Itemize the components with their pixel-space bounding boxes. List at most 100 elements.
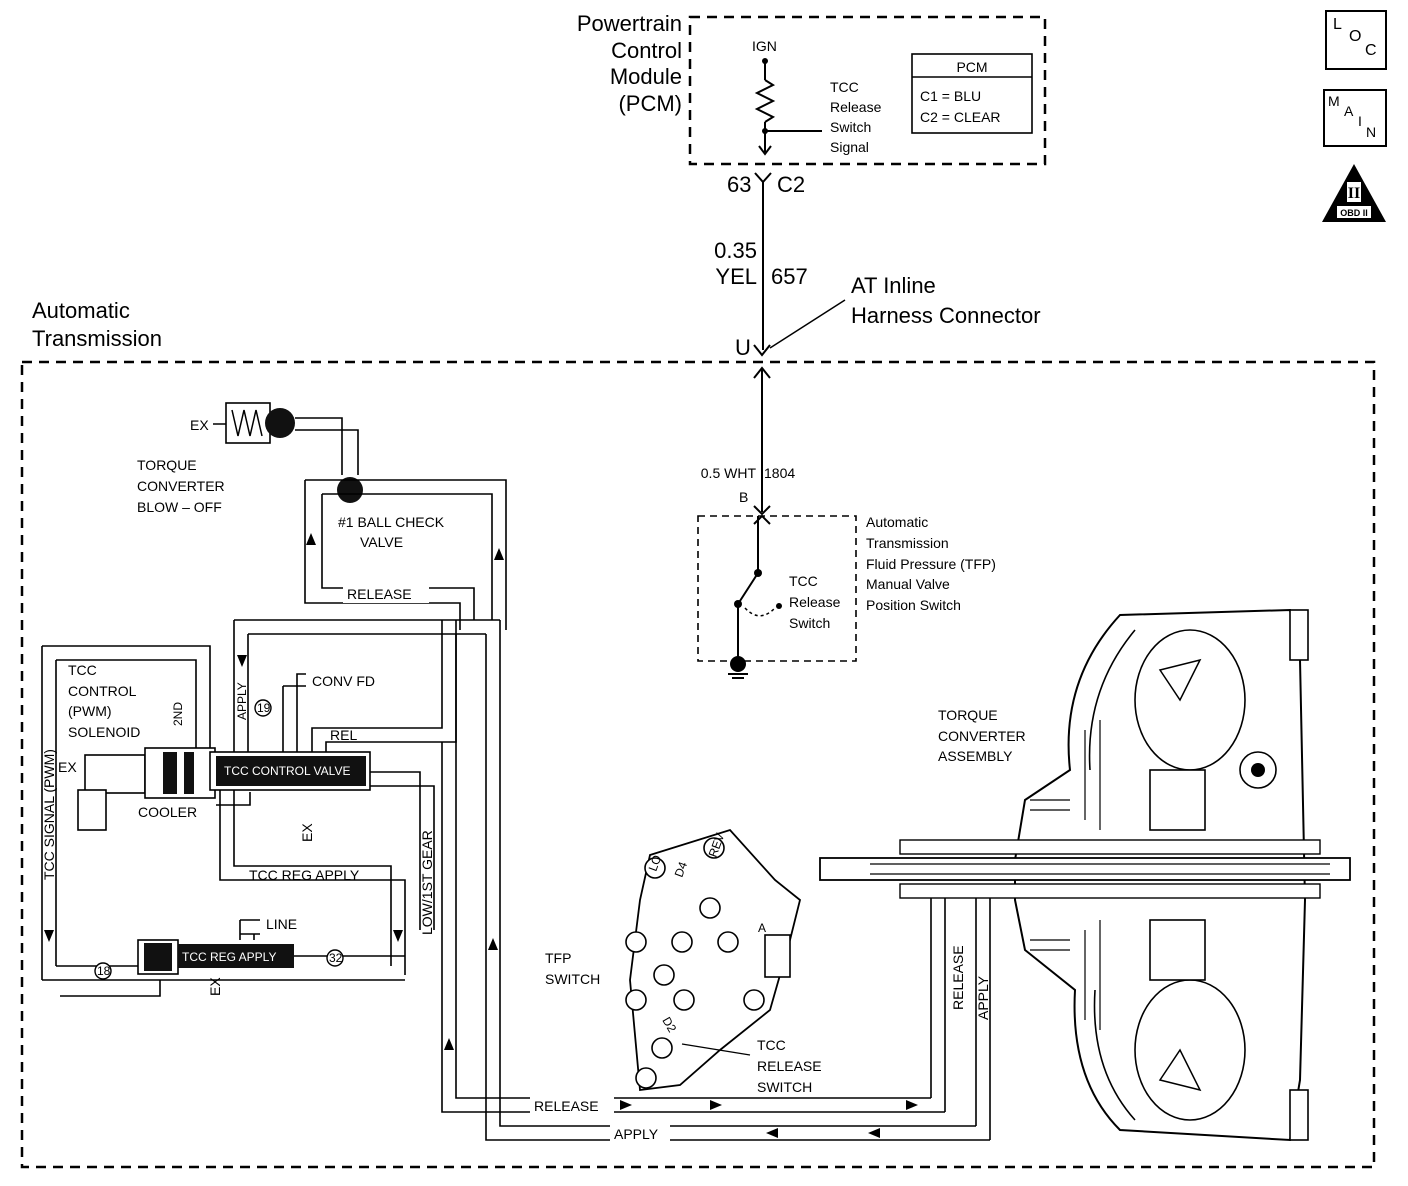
converter-label-line-2: CONVERTER (938, 728, 1026, 744)
loc-letter-l: L (1333, 16, 1342, 33)
main-letter-n: N (1366, 124, 1377, 140)
ball-check-label-line-2: VALVE (360, 534, 403, 550)
automatic-transmission: Automatic Transmission (20, 298, 1376, 1169)
svg-text:19: 19 (257, 701, 271, 715)
inline-label-line-2: Harness Connector (851, 303, 1041, 328)
flow-arrows (44, 533, 918, 1138)
tcc-control-valve: TCC CONTROL VALVE EX (209, 751, 435, 842)
tcc-signal-line-2: Release (830, 99, 882, 115)
inline-terminal: U (735, 335, 751, 360)
tfp-label-line-3: Fluid Pressure (TFP) (866, 556, 996, 572)
converter-label-line-3: ASSEMBLY (938, 748, 1013, 764)
converter-apply-label: APPLY (975, 975, 991, 1020)
wire-color: YEL (715, 264, 757, 289)
control-valve-ex: EX (299, 823, 315, 842)
torque-converter-blowoff-valve: EX TORQUE CONVERTER BLOW – OFF (137, 402, 295, 515)
ball-check-label-line-1: #1 BALL CHECK (338, 514, 445, 530)
orifice-19 (254, 699, 272, 717)
inline-label-line-1: AT Inline (851, 273, 936, 298)
orifice-32 (326, 949, 344, 967)
tfp-label-line-1: Automatic (866, 514, 928, 530)
tcc-signal-line-4: Signal (830, 139, 869, 155)
at-inline-harness-connector: U AT Inline Harness Connector (735, 273, 1041, 379)
pcm-title-line-4: (PCM) (618, 91, 682, 116)
converter-label-line-1: TORQUE (938, 707, 998, 723)
control-valve-label: TCC CONTROL VALVE (224, 764, 350, 778)
port-lo: LO (646, 853, 665, 873)
blowoff-label-line-3: BLOW – OFF (137, 499, 222, 515)
cooler-label: COOLER (138, 804, 197, 820)
rel-label: REL (330, 727, 357, 743)
lower-wire-circuit: 1804 (764, 465, 795, 481)
pcm-connector-c2: 63 C2 (727, 172, 805, 197)
transmission-title-line-1: Automatic (32, 298, 130, 323)
pcm-pin-63: 63 (727, 172, 751, 197)
tcc-release-switch-line-3: SWITCH (757, 1079, 812, 1095)
pcm-connector-label: C2 (777, 172, 805, 197)
pcm-connector-table (911, 53, 1033, 134)
tcc-release-switch-line-2: RELEASE (757, 1058, 822, 1074)
pcm-table-title: PCM (956, 59, 987, 75)
ball-check-1 (337, 477, 363, 503)
solenoid-label-line-2: CONTROL (68, 683, 137, 699)
tcc-pwm-solenoid: TCC CONTROL (PWM) SOLENOID EX 2ND (41, 645, 216, 980)
blowoff-ex-label: EX (190, 417, 209, 433)
pcm-table-c1: C1 = BLU (920, 88, 981, 104)
ground-icon (730, 656, 746, 672)
conv-fd-label: CONV FD (312, 673, 375, 689)
main-letter-m: M (1328, 93, 1340, 109)
lower-wire-spec: 0.5 WHT (701, 465, 757, 481)
tfp-switch-line-2: Release (789, 594, 841, 610)
loc-icon[interactable]: L O C (1325, 10, 1387, 70)
second-gear-label: 2ND (171, 702, 185, 726)
tfp-label-line-2: Transmission (866, 535, 949, 551)
apply-label-vertical: APPLY (235, 682, 249, 720)
pcm-title-line-3: Module (610, 64, 682, 89)
pcm-module: Powertrain Control Module (PCM) IGN TCC … (577, 11, 1047, 166)
tfp-label-line-4: Manual Valve (866, 576, 950, 592)
tcc-signal-line-1: TCC (830, 79, 859, 95)
converter-release-label: RELEASE (950, 945, 966, 1010)
wire-657: 0.35 YEL 657 (714, 182, 808, 350)
main-icon[interactable]: M A I N (1323, 89, 1387, 147)
blowoff-label-line-2: CONVERTER (137, 478, 225, 494)
pull-up-resistor (754, 79, 776, 123)
reg-valve-ex: EX (207, 977, 223, 996)
solenoid-label-line-1: TCC (68, 662, 97, 678)
solenoid-label-line-4: SOLENOID (68, 724, 140, 740)
loc-letter-c: C (1365, 42, 1377, 59)
obd-numeral: II (1348, 185, 1360, 202)
obd-text: OBD II (1340, 208, 1368, 218)
main-letter-i: I (1358, 113, 1362, 129)
ign-label: IGN (752, 38, 777, 54)
solenoid-ex-label: EX (58, 759, 77, 775)
tfp-switch-label-line-2: SWITCH (545, 971, 600, 987)
reg-apply-valve-label: TCC REG APPLY (182, 950, 276, 964)
tcc-signal-line-3: Switch (830, 119, 871, 135)
wire-circuit: 657 (771, 264, 808, 289)
tcc-release-switch-line-1: TCC (757, 1037, 786, 1053)
tfp-switch-assembly: LO D4 REV D2 A TFP SWITCH TCC RELEASE SW… (545, 828, 822, 1095)
obd-ii-icon[interactable]: II OBD II (1320, 162, 1388, 224)
svg-text:32: 32 (329, 951, 343, 965)
svg-text:18: 18 (97, 964, 111, 978)
solenoid-label-line-3: (PWM) (68, 703, 112, 719)
tcc-reg-apply-valve: TCC REG APPLY EX 32 (137, 939, 405, 996)
tcc-signal-pwm-label: TCC SIGNAL (PWM) (41, 749, 57, 880)
main-letter-a: A (1344, 103, 1354, 119)
port-a: A (758, 921, 766, 935)
tfp-manual-valve-position-switch: TCC Release Switch Automatic Transmissio… (697, 514, 996, 679)
pcm-table-c2: C2 = CLEAR (920, 109, 1001, 125)
pcm-title-line-1: Powertrain (577, 11, 682, 36)
blowoff-label-line-1: TORQUE (137, 457, 197, 473)
wire-1804: 0.5 WHT 1804 B (701, 368, 795, 525)
tfp-switch-line-3: Switch (789, 615, 830, 631)
tfp-switch-label-line-1: TFP (545, 950, 571, 966)
release-passage-label-lower: RELEASE (534, 1098, 599, 1114)
transmission-title-line-2: Transmission (32, 326, 162, 351)
tfp-label-line-5: Position Switch (866, 597, 961, 613)
port-d2: D2 (659, 1015, 679, 1036)
port-d4: D4 (672, 860, 691, 880)
apply-passage-label-lower: APPLY (614, 1126, 659, 1142)
